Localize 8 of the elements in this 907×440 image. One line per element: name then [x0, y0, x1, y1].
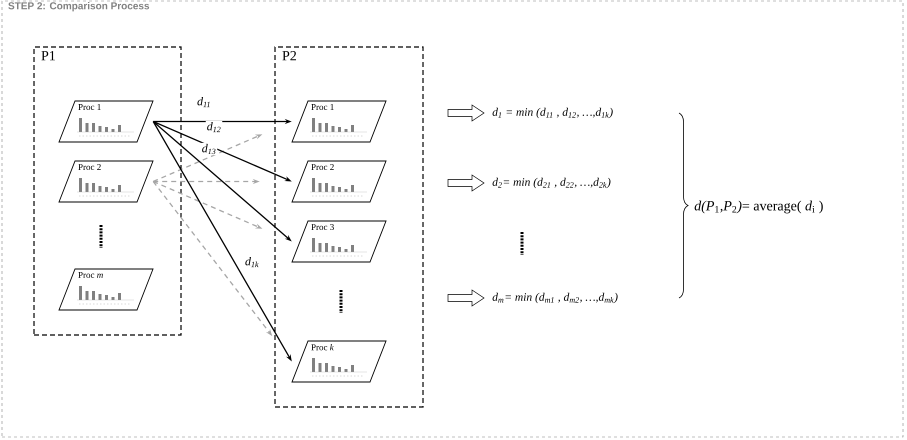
edge-label: d$_{13}$	[200, 142, 218, 156]
edge-label: d$_{12}$	[206, 120, 222, 134]
equation: d$_{m}$= min (d$_{m1}$ , d$_{m2}$, …,d$_{mk}$)	[492, 292, 618, 304]
equation: d$_{1}$ = min (d$_{11}$ , d$_{12}$, …,d$_{1k}$)	[492, 108, 613, 118]
edge-label: d$_{11}$	[196, 96, 212, 108]
result-formula: d(P$_{1}$,P$_{2}$)= average( d$_{i}$ )	[694, 200, 823, 214]
equation: d$_{2}$= min (d$_{21}$ , d$_{22}$, …,d$_{2k}$)	[492, 178, 610, 188]
edge-label: d$_{1k}$	[244, 256, 260, 268]
